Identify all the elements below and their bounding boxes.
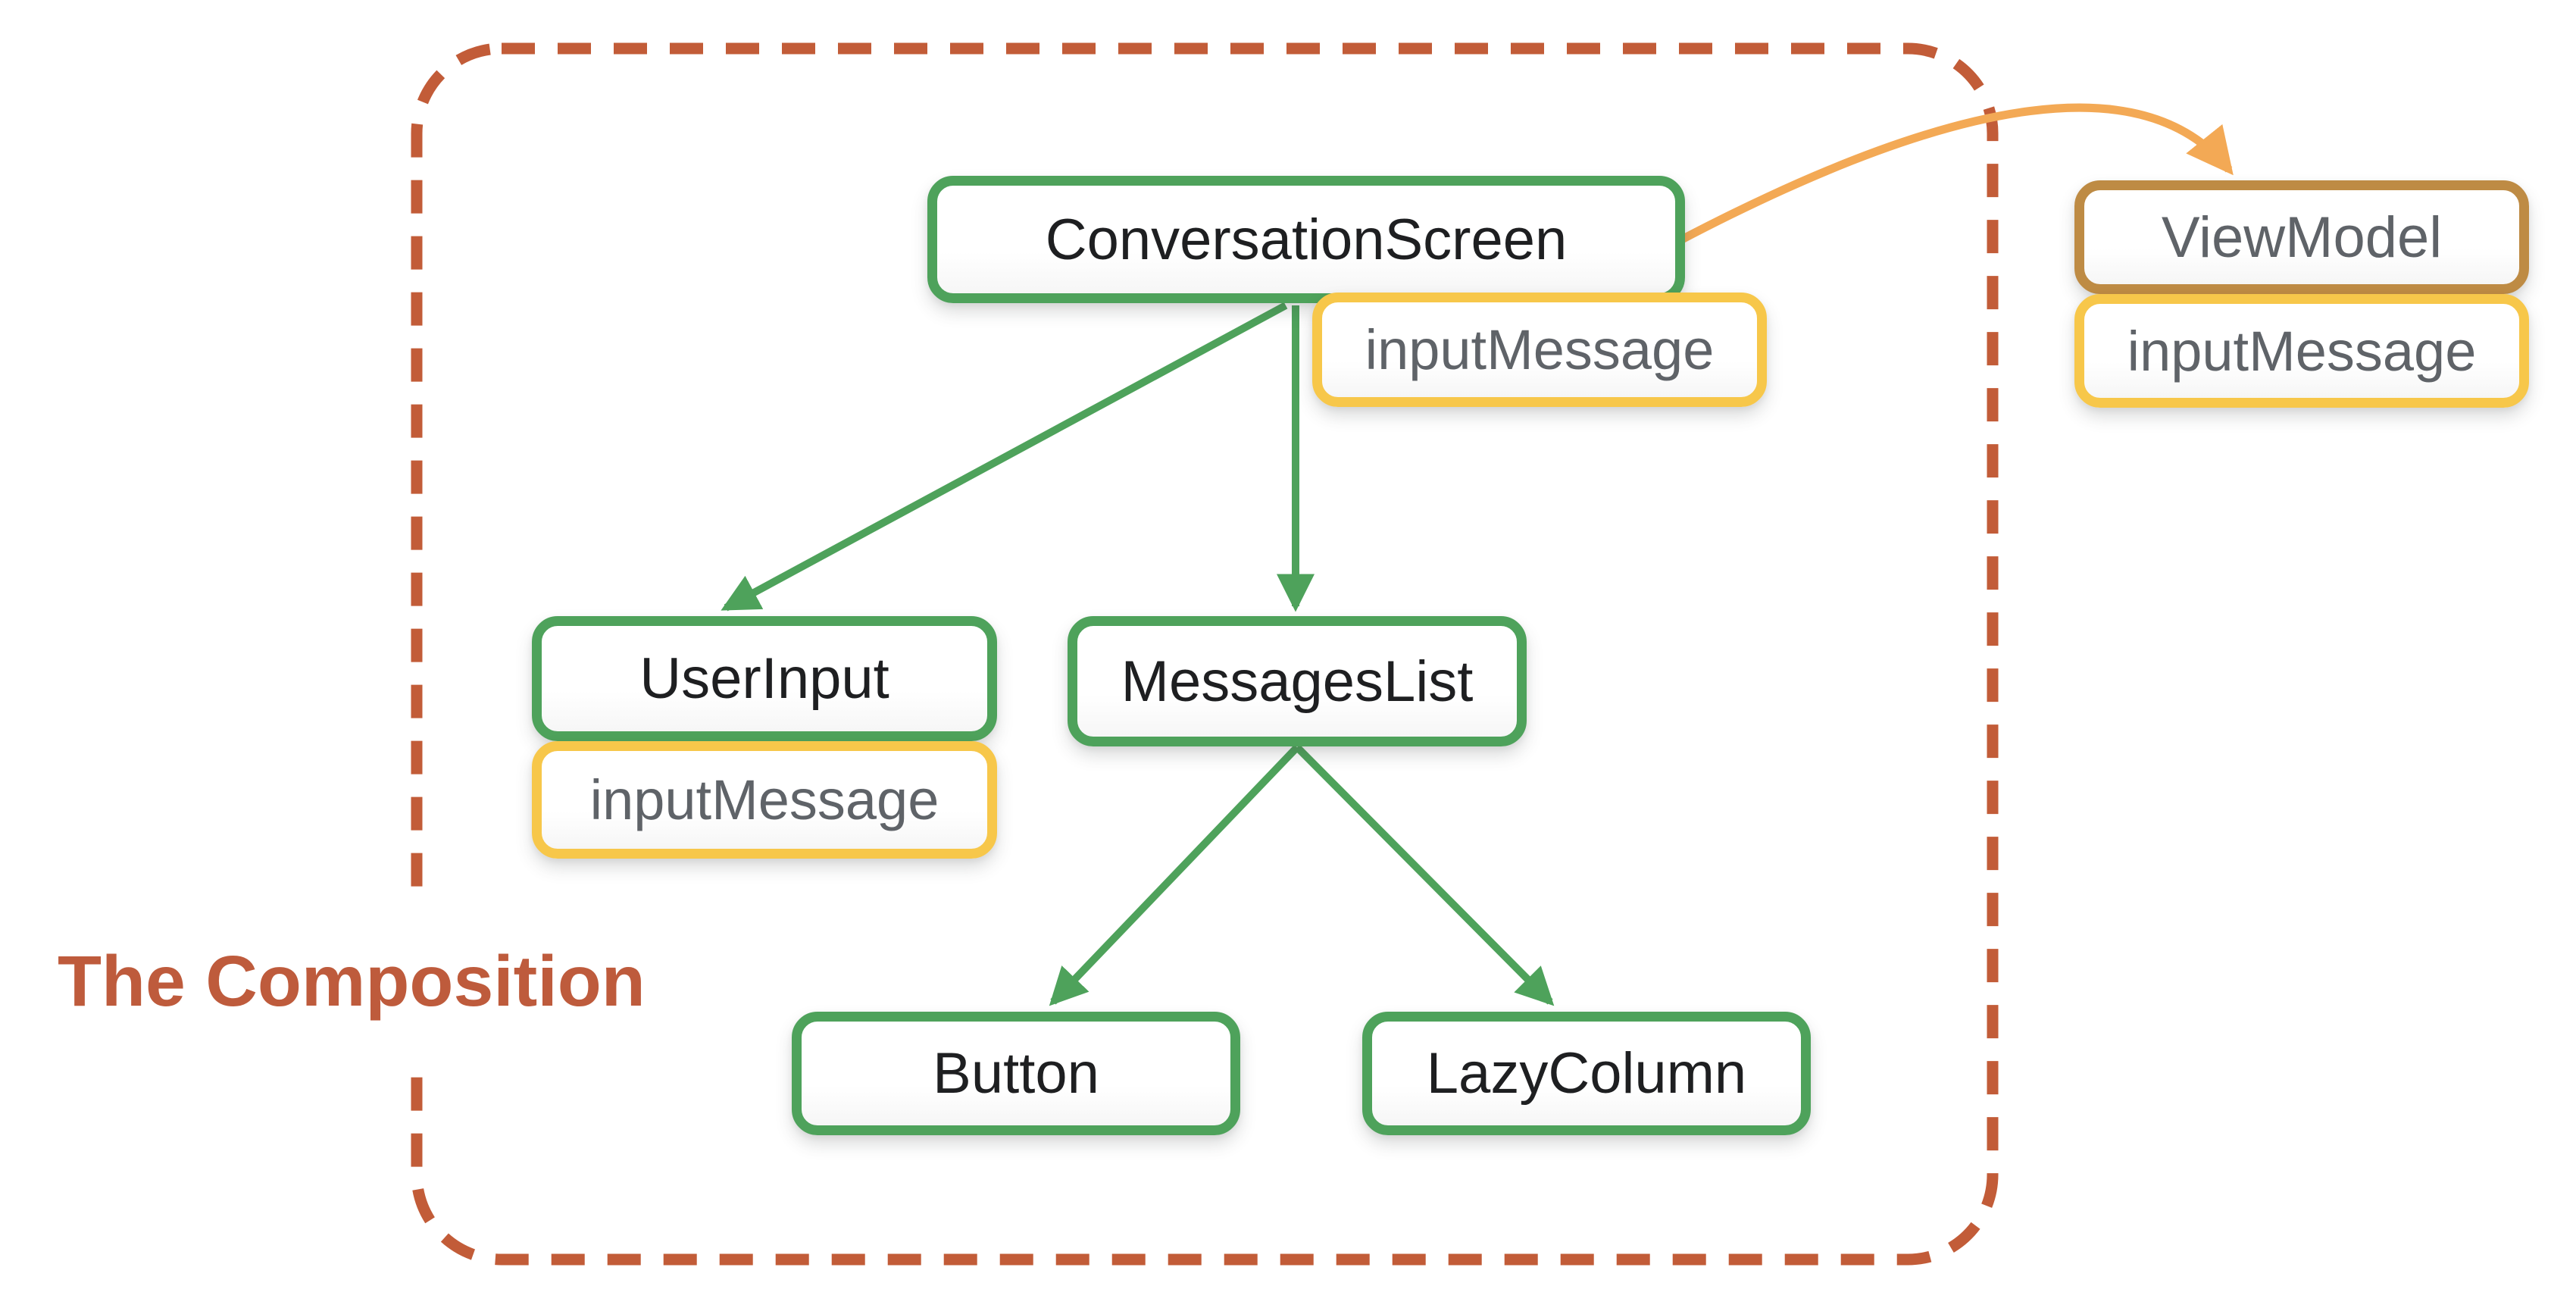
node-user-input-state: inputMessage [532, 741, 997, 859]
node-view-model-label: ViewModel [2161, 205, 2443, 270]
node-view-model: ViewModel [2074, 180, 2529, 294]
node-conversation-screen-state: inputMessage [1312, 293, 1767, 407]
node-messages-list-label: MessagesList [1121, 649, 1474, 714]
node-user-input: UserInput [532, 616, 997, 741]
node-conversation-screen: ConversationScreen [927, 176, 1685, 303]
edge-conversationscreen-viewmodel [1677, 103, 2234, 245]
node-button-label: Button [933, 1041, 1099, 1106]
node-user-input-label: UserInput [639, 646, 889, 711]
node-conversation-screen-label: ConversationScreen [1045, 207, 1568, 272]
node-lazy-column: LazyColumn [1362, 1012, 1811, 1135]
node-view-model-state-label: inputMessage [2127, 319, 2477, 383]
node-user-input-state-label: inputMessage [589, 768, 939, 831]
edge-messageslist-button [1049, 744, 1300, 1006]
node-conversation-screen-state-label: inputMessage [1365, 318, 1715, 381]
node-view-model-state: inputMessage [2074, 294, 2529, 408]
node-button: Button [792, 1012, 1240, 1135]
node-lazy-column-label: LazyColumn [1426, 1041, 1747, 1106]
node-messages-list: MessagesList [1068, 616, 1527, 746]
edge-conversationscreen-userinput [721, 302, 1288, 612]
edge-messageslist-lazycolumn [1294, 744, 1555, 1006]
composition-title: The Composition [47, 906, 656, 1065]
composition-boundary-dashed-border [411, 42, 1999, 1266]
